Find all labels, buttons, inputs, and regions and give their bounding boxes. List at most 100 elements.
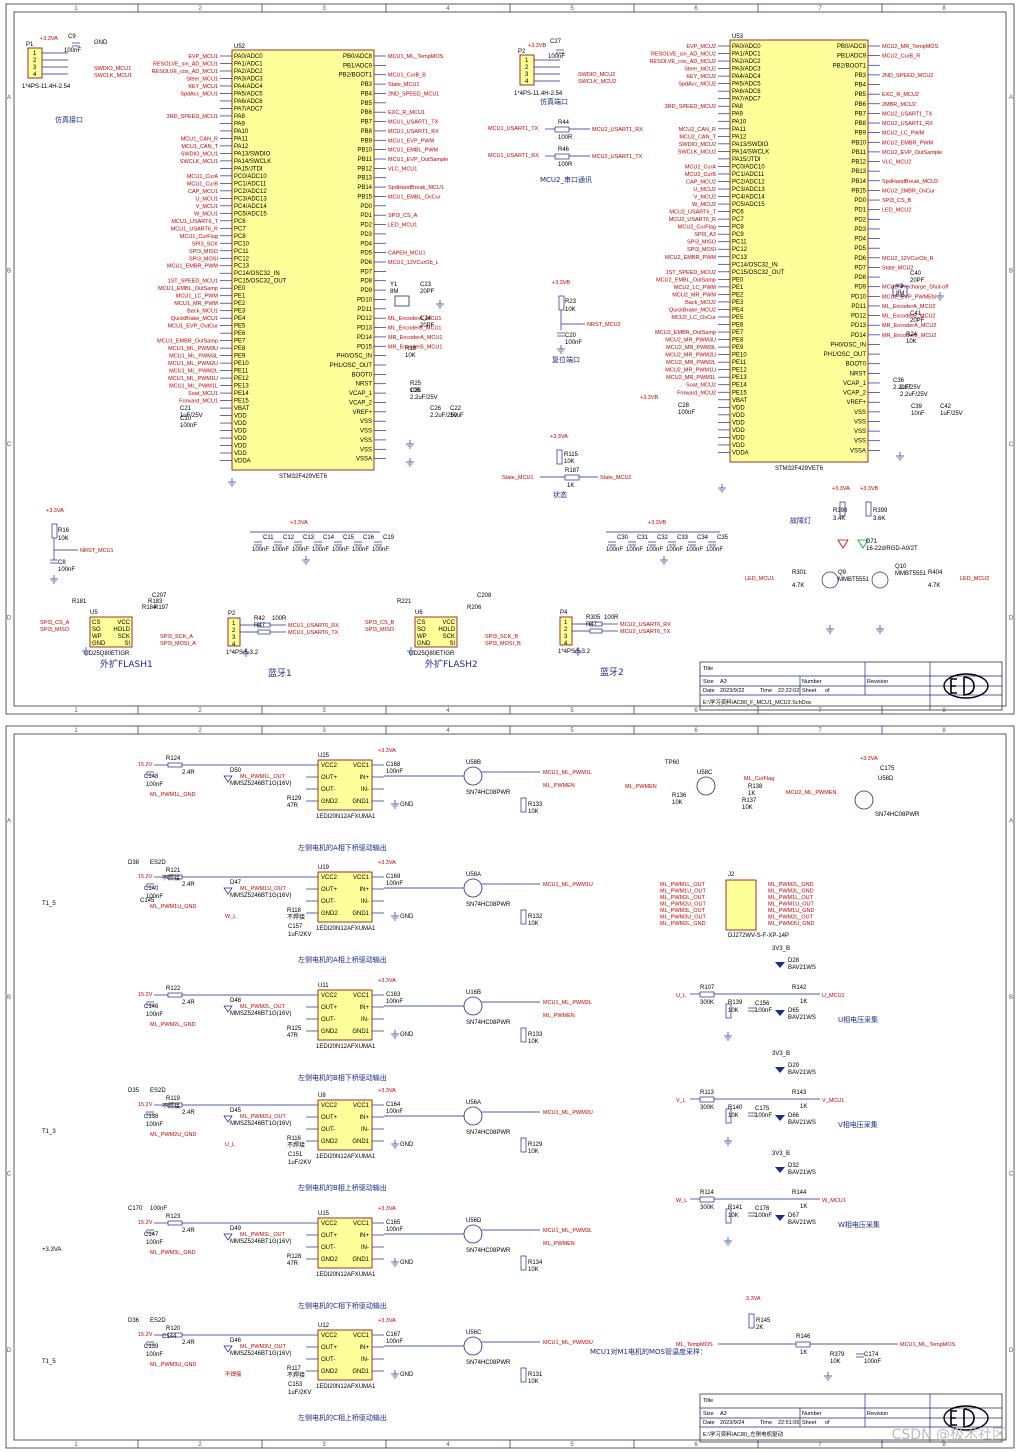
phase-sense-ul-d2-part: BAV21WS xyxy=(788,1015,816,1021)
mcu2-part-ref: R24 xyxy=(906,332,918,338)
state-r1-ref: R115 xyxy=(564,452,579,458)
mcu1-u52-pin-name: PA12 xyxy=(234,144,249,150)
driver-u12-net-t1: T1_5 xyxy=(42,1359,56,1365)
mcu2-u53-net-label: MCU2_USART6_T xyxy=(669,210,716,216)
uart-r1-ref: R44 xyxy=(558,120,570,126)
driver-u19-aux-cap: C145 xyxy=(140,898,155,904)
temp-caption: MCU1对M1电机的MOS管温度采样： xyxy=(590,1347,707,1356)
decap1-value: 100nF xyxy=(292,547,309,553)
mcu1-u52-pin-name: PE9 xyxy=(234,354,246,360)
mcu1-u52-net-label: MCU1_12VCurOb_L xyxy=(388,260,439,266)
mcu1-u52-pin-name: PA10 xyxy=(234,129,249,135)
phase-sense-ul-r1-value: 300K xyxy=(700,1000,714,1006)
flash2-pin: CS xyxy=(417,620,425,626)
mcu2-u53-pin-name: VREF+ xyxy=(846,400,866,406)
mcu2-part-value: 100nF xyxy=(678,410,695,416)
driver-u25-net-gnd: ML_PWM1L_GND xyxy=(150,792,196,798)
phase-sense-ul-diode-top xyxy=(775,962,785,968)
driver-u19-net-gnd: ML_PWM1U_GND xyxy=(150,904,196,910)
mcu2-u53-pin-name: PE13 xyxy=(732,375,747,381)
driver-u25-pin: GND2 xyxy=(321,799,338,805)
state-r1-value: 10K xyxy=(564,459,575,465)
flash1-pin: SCK xyxy=(118,634,130,640)
driver-u25-net-mcu: MCU1_ML_PWM1L xyxy=(543,770,592,776)
mcu1-u52-pin-name: PC2/ADC12 xyxy=(234,189,267,195)
mcu1-u52-pin-name: PE10 xyxy=(234,361,249,367)
flash2-net-cs: SPI3_CS_B xyxy=(365,620,395,626)
zone-label-left: D xyxy=(7,1348,12,1354)
zone-label-right: B xyxy=(1009,268,1013,274)
driver-u11-cin-ref: C146 xyxy=(144,1004,159,1010)
zone-label-bottom: 1 xyxy=(74,708,78,714)
fault-r398 xyxy=(839,501,846,517)
mcu2-u53-net-label: MR_EncoderA_MCU2 xyxy=(882,323,936,329)
mcu1-u52-pin-name: PE15 xyxy=(234,399,249,405)
driver-u8-diode-part: ES2D xyxy=(150,1088,166,1094)
mcu2-u53-net-label: MCU2_MR_TempMOS xyxy=(882,44,939,50)
uart-net-in-b: MCU1_USART1_RX xyxy=(488,153,539,159)
company-logo xyxy=(943,1405,989,1431)
debug-header-p2-pin-number: 4 xyxy=(525,79,529,85)
mcu2-u53-pin-name: PC0/ADC10 xyxy=(732,164,765,170)
mcu1-part-ref: C26 xyxy=(430,406,442,412)
rst2-c-value: 100nF xyxy=(565,340,582,346)
mcu2-u53-pin-name: NRST xyxy=(850,371,867,377)
driver-u15-net-mcu: MCU1_ML_PWM3L xyxy=(543,1228,592,1234)
driver-u8-supply: 15.2V xyxy=(138,1102,153,1108)
mcu1-part-ref: C22 xyxy=(450,406,462,412)
zone-label-left: A xyxy=(7,818,11,824)
mcu1-u52-body xyxy=(231,49,375,471)
driver-u12-rin-ref: R120 xyxy=(166,1326,181,1332)
mcu2-u53-pin-name: PD14 xyxy=(851,333,867,339)
driver-u11-supply: 15.2V xyxy=(138,992,153,998)
phase-sense-wl-net-in: W_L xyxy=(676,1198,687,1204)
mcu2-u53-net-label: CAP_MCU2 xyxy=(686,179,716,185)
driver-u11-gnd-label: GND xyxy=(400,1032,414,1038)
driver-u8-net-out: ML_PWM2U_OUT xyxy=(240,1114,286,1120)
driver-u15-input-resistor xyxy=(167,1220,183,1226)
driver-u19-pin: OUT- xyxy=(321,899,335,905)
zone-label-bottom: 1 xyxy=(74,1442,78,1448)
mcu2-part-value: 20PF xyxy=(910,318,925,324)
mcu2-u53-pin-name: PC9 xyxy=(732,232,744,238)
mcu1-u52-pin-name: VDD xyxy=(234,451,247,457)
connector-j2-body xyxy=(725,879,757,931)
phase-sense-vl-r2-ref: R140 xyxy=(728,1105,743,1111)
driver-u12-pin: GND2 xyxy=(321,1369,338,1375)
connector-j2-net-left: ML_PWM2L_GND xyxy=(660,921,706,927)
mcu1-u52-pin-name: BOOT0 xyxy=(352,372,373,378)
flash1-resistor-ref: R184 xyxy=(142,605,157,611)
rst2-net: NRST_MCU2 xyxy=(587,322,621,328)
mcu1-part-ref: C25 xyxy=(410,388,422,394)
mcu1-u52-pin-name: PH1/OSC_OUT xyxy=(330,363,373,369)
driver-u19-buffer-gate xyxy=(463,878,483,898)
phase-sense-ul-r-divider-bottom xyxy=(725,1003,732,1019)
driver-u15-diode-ref: C170 xyxy=(128,1206,143,1212)
mcu2-u53-net-label: MCU2_USART1_TX xyxy=(882,111,933,117)
mcu1-u52-pin-name: PC14/OSC32_IN xyxy=(234,271,280,277)
mcu2-u53-net-label: MCU2_LC_PWM xyxy=(882,131,925,137)
mcu1-u52-net-label: MCU1_CurFlag xyxy=(180,234,218,240)
mcu2-u53-pin-name: VDDA xyxy=(732,450,749,456)
revision-label: Revision xyxy=(867,1411,888,1417)
phase-sense-vl-d1-ref: D29 xyxy=(788,1063,800,1069)
driver-u25-rin-value: 2.4R xyxy=(182,770,195,776)
mcu1-u52-pin-name: PD11 xyxy=(357,307,372,313)
curflag2-buffer-part: SN74HC08PWR xyxy=(875,812,920,818)
mcu1-part-ref: C21 xyxy=(180,406,192,412)
mcu1-u52-pin-name: PA9 xyxy=(234,121,246,127)
uart-r2-value: 100R xyxy=(558,162,573,168)
mcu1-u52-net-label: MCU1_CAN_T xyxy=(181,144,218,150)
driver-u19-rpull-ref: R118 xyxy=(287,908,302,914)
temp-net-out: MCU1_ML_TempMOS xyxy=(900,1342,956,1348)
temp-r3-ref: R379 xyxy=(830,1352,845,1358)
driver-u12-rbuf-value: 10K xyxy=(528,1379,539,1385)
flash2-cap-ref: C208 xyxy=(477,593,492,599)
curflag-testpoint-ref: TP60 xyxy=(665,760,680,766)
driver-u11-rin-value: 2.4R xyxy=(182,1000,195,1006)
driver-u8-net-mcu: MCU1_ML_PWM2U xyxy=(543,1110,593,1116)
driver-u8-buffer-ref: U56A xyxy=(466,1100,481,1106)
mcu2-part-ref: C37 xyxy=(900,385,912,391)
mcu2-u53-pin-name: PA11 xyxy=(732,127,746,133)
